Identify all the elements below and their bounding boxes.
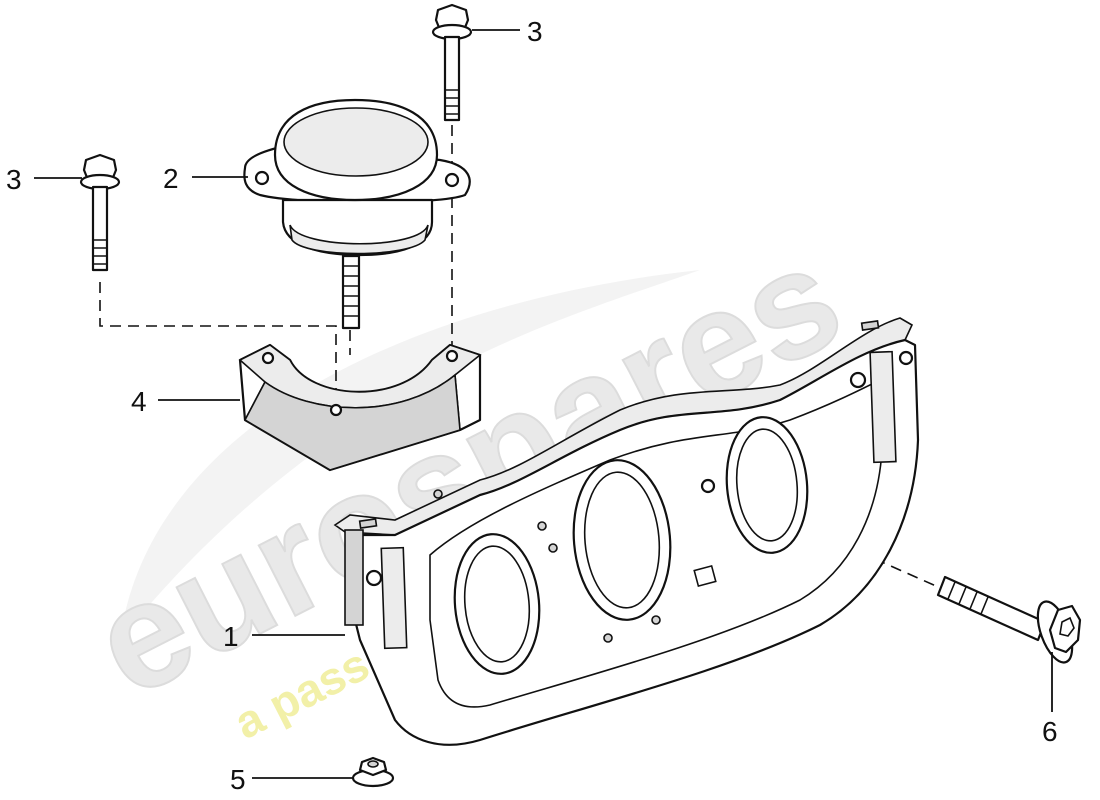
mounting-hole xyxy=(700,478,716,494)
engine-mount-stud-thread xyxy=(343,265,359,317)
carrier-plate-rivet xyxy=(651,615,661,625)
callout-part-4: 4 xyxy=(131,386,147,417)
carrier-plate-hole-center-inner xyxy=(583,471,661,609)
callout-numbers: 1 2 3 3 4 5 6 xyxy=(6,16,1058,795)
engine-mount-stud xyxy=(341,254,361,330)
carrier-plate-hole-left-inner xyxy=(463,545,531,663)
bolt-part-6 xyxy=(936,575,1082,664)
carrier-plate-rivet xyxy=(433,489,443,499)
bolt-shank-6 xyxy=(936,575,1047,642)
mount-bracket-hole-right xyxy=(445,349,459,363)
carrier-plate-slot xyxy=(860,320,880,331)
nut-bore xyxy=(367,760,379,768)
engine-mount-flange-hole-left xyxy=(254,170,270,186)
mount-bracket-part-4 xyxy=(238,343,482,472)
engine-mount-flange-hole-right xyxy=(444,172,460,188)
carrier-plate-rivet xyxy=(548,543,558,553)
leader-lines xyxy=(34,29,1053,779)
carrier-plate-square-cutout xyxy=(693,564,717,588)
mount-bracket-hole-left xyxy=(261,351,275,365)
carrier-plate-hole-right-inner xyxy=(735,428,799,542)
carrier-plate-side-wall xyxy=(344,529,364,626)
assembly-line-left-bolt xyxy=(99,282,337,410)
carrier-plate-rivet xyxy=(603,633,613,643)
carrier-plate-hole-center xyxy=(572,459,672,621)
bolt-part-3-right xyxy=(431,3,473,122)
watermark-swoosh xyxy=(120,270,700,640)
callout-part-3-left: 3 xyxy=(6,164,22,195)
bolt-shank-left xyxy=(91,185,109,272)
bolt-part-3-left xyxy=(79,153,121,272)
callout-part-1: 1 xyxy=(223,621,239,652)
bolt-shank-right xyxy=(443,35,461,122)
callout-part-5: 5 xyxy=(230,764,246,795)
bolt-head-6 xyxy=(1048,604,1082,654)
carrier-plate-rivet xyxy=(537,521,547,531)
carrier-plate-stud-right-2 xyxy=(898,350,914,366)
bolt-thread-right xyxy=(445,89,459,115)
callout-part-2: 2 xyxy=(163,163,179,194)
mount-bracket-front-face xyxy=(243,373,461,471)
engine-mount-dome-top xyxy=(283,107,429,177)
mount-bracket-hole-center xyxy=(329,403,343,417)
carrier-plate-tab-right xyxy=(869,350,897,464)
engine-mount-base xyxy=(289,224,429,255)
nut-part-5 xyxy=(351,756,395,788)
engine-mount-part-2 xyxy=(243,98,471,330)
callout-part-3-right: 3 xyxy=(527,16,543,47)
carrier-plate-slot xyxy=(358,518,378,529)
bolt-thread-left xyxy=(93,239,107,265)
bolt-thread-6 xyxy=(947,581,989,615)
carrier-plate-tab-left xyxy=(380,546,408,650)
carrier-plate-stud-right xyxy=(849,371,867,389)
callout-part-6: 6 xyxy=(1042,716,1058,747)
carrier-plate-hole-left xyxy=(453,533,541,675)
carrier-plate-part-1 xyxy=(333,317,920,746)
carrier-plate-hole-right xyxy=(725,416,809,554)
bolt-head-6-torx xyxy=(1059,616,1075,637)
carrier-plate-stud-left xyxy=(365,569,383,587)
